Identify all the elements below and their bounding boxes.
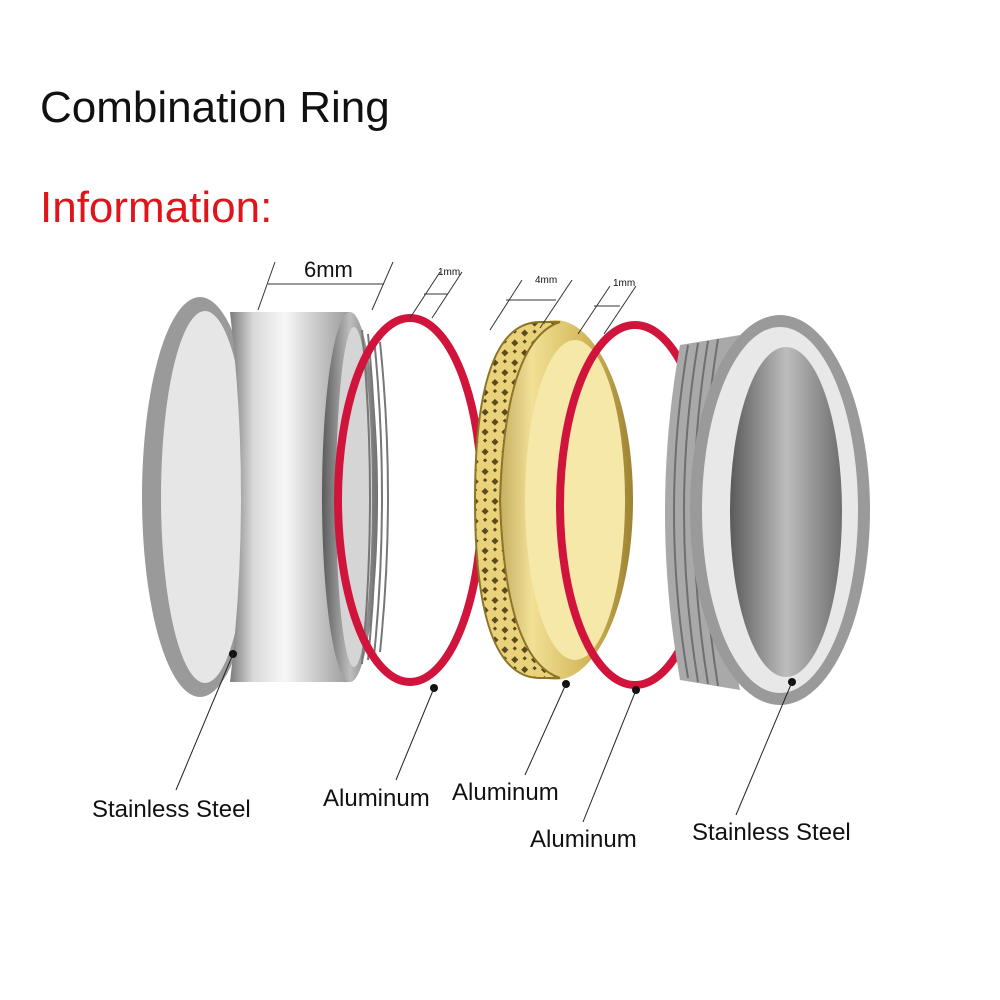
leader-gold xyxy=(524,680,570,776)
dimension-4mm-label: 4mm xyxy=(535,275,557,286)
stainless-outer-ring xyxy=(142,297,389,697)
dimension-1mm-left xyxy=(409,271,463,319)
dimension-6mm xyxy=(257,261,394,311)
dimension-1mm-left-label: 1mm xyxy=(438,267,460,278)
material-label-red-left: Aluminum xyxy=(323,785,430,812)
stainless-inner-ring xyxy=(665,315,870,705)
dimension-1mm-right xyxy=(577,285,637,335)
leader-red-left xyxy=(395,684,438,781)
dimension-6mm-label: 6mm xyxy=(304,257,353,282)
leader-left-outer xyxy=(175,650,237,791)
material-label-right-inner: Stainless Steel xyxy=(692,819,851,846)
dimension-4mm xyxy=(489,279,573,331)
material-label-red-right: Aluminum xyxy=(530,826,637,853)
leader-right-inner xyxy=(735,678,796,816)
information-heading: Information: xyxy=(40,183,273,232)
dimension-1mm-right-label: 1mm xyxy=(613,278,635,289)
material-label-left-outer: Stainless Steel xyxy=(92,796,251,823)
material-label-gold: Aluminum xyxy=(452,779,559,806)
leader-red-right xyxy=(582,686,640,823)
page-title: Combination Ring xyxy=(40,83,390,132)
gold-aluminum-ring xyxy=(473,320,633,680)
